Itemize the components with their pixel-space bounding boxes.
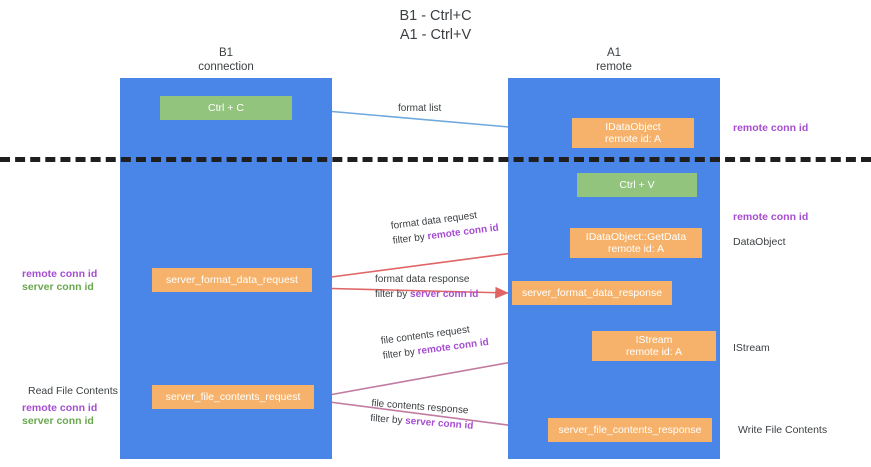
node-ctrl-c-label: Ctrl + C — [208, 101, 244, 114]
node-server-file-contents-request[interactable]: server_file_contents_request — [152, 385, 314, 409]
node-istream-line-2: remote id: A — [625, 346, 683, 358]
side-label-left-read-file-contents-text: Read File Contents — [28, 385, 118, 397]
edge-label-format-data-response-line-1: format data response — [375, 274, 470, 285]
edge-label-format-list-line-1: format list — [398, 103, 442, 114]
lane-header-b1-name: B1 — [218, 47, 234, 59]
node-getdata-line-1: IDataObject::GetData — [585, 230, 687, 243]
side-label-left-remote-conn-id-text: remote conn id — [22, 268, 98, 280]
edge-format-data-response — [311, 286, 509, 299]
side-label-left-conn-ids-2: remote conn id server conn id — [22, 402, 97, 428]
node-idataobject[interactable]: IDataObject remote id: A — [572, 118, 694, 148]
side-label-left-remote-conn-id-2-text: remote conn id — [22, 402, 98, 414]
filter-by-text: filter by — [369, 412, 406, 427]
diagram-title-line-1: B1 - Ctrl+C — [399, 8, 472, 24]
node-idataobject-line-2: remote id: A — [604, 133, 662, 145]
filter-key-server-conn-id: server conn id — [404, 415, 474, 432]
side-label-right-write-file-contents: Write File Contents — [738, 424, 827, 437]
side-label-right-istream: IStream — [733, 342, 770, 355]
node-server-format-data-request[interactable]: server_format_data_request — [152, 268, 312, 292]
side-label-right-remote-conn-id-1: remote conn id — [733, 122, 808, 135]
filter-key-server-conn-id: server conn id — [410, 289, 479, 300]
side-label-left-read-file-contents: Read File Contents — [28, 385, 118, 398]
lane-header-b1: B1 connection — [120, 47, 332, 74]
lane-header-a1-role: remote — [596, 60, 632, 73]
diagram-title: B1 - Ctrl+C A1 - Ctrl+V — [0, 7, 871, 45]
edge-label-format-data-response: format data response filter by server co… — [375, 272, 478, 302]
lane-header-a1-name: A1 — [606, 47, 622, 59]
edge-label-format-data-response-line-2: filter by server conn id — [375, 287, 478, 302]
node-istream[interactable]: IStream remote id: A — [592, 331, 716, 361]
node-server-file-contents-response-label: server_file_contents_response — [558, 423, 702, 436]
node-ctrl-c[interactable]: Ctrl + C — [160, 96, 292, 120]
side-label-left-server-conn-id-text: server conn id — [22, 281, 94, 293]
filter-by-text: filter by — [382, 346, 419, 362]
node-getdata-line-2: remote id: A — [607, 243, 665, 255]
edge-file-contents-response — [313, 399, 547, 435]
node-server-format-data-response[interactable]: server_format_data_response — [512, 281, 672, 305]
node-ctrl-v-label: Ctrl + V — [619, 178, 655, 191]
side-label-right-dataobject: DataObject — [733, 236, 786, 249]
node-ctrl-v[interactable]: Ctrl + V — [577, 173, 697, 197]
filter-by-text: filter by — [392, 231, 429, 247]
side-label-left-server-conn-id-2-text: server conn id — [22, 415, 94, 427]
side-label-right-write-file-contents-text: Write File Contents — [738, 424, 828, 436]
node-server-file-contents-response[interactable]: server_file_contents_response — [548, 418, 712, 442]
node-idataobject-line-1: IDataObject — [605, 120, 661, 133]
node-istream-line-1: IStream — [635, 333, 673, 346]
side-label-right-remote-conn-id-1-text: remote conn id — [733, 122, 809, 134]
node-server-format-data-response-label: server_format_data_response — [521, 286, 663, 299]
lane-header-a1: A1 remote — [508, 47, 720, 74]
phase-divider — [0, 157, 871, 162]
side-label-right-remote-conn-id-2: remote conn id — [733, 211, 808, 224]
side-label-right-istream-text: IStream — [733, 342, 770, 354]
filter-by-text: filter by — [375, 289, 411, 300]
edge-label-format-list: format list — [398, 101, 441, 116]
node-server-format-data-request-label: server_format_data_request — [166, 273, 298, 286]
node-idataobject-getdata[interactable]: IDataObject::GetData remote id: A — [570, 228, 702, 258]
lane-header-b1-role: connection — [198, 60, 254, 73]
diagram-title-line-2: A1 - Ctrl+V — [399, 27, 472, 43]
node-server-file-contents-request-label: server_file_contents_request — [165, 390, 301, 403]
side-label-right-remote-conn-id-2-text: remote conn id — [733, 211, 809, 223]
side-label-right-dataobject-text: DataObject — [733, 236, 786, 248]
side-label-left-conn-ids: remote conn id server conn id — [22, 268, 97, 294]
